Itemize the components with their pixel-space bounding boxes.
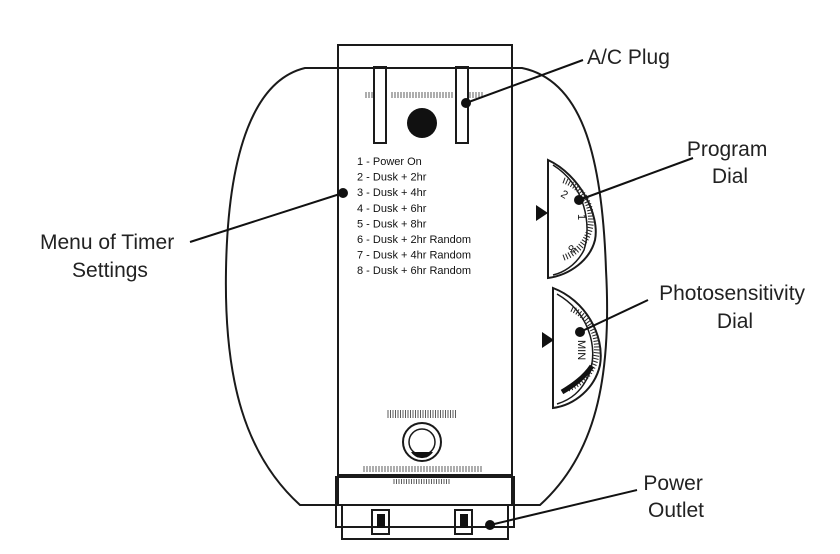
- outlet-slot-left: [371, 509, 390, 535]
- lower-tick-marks: [363, 410, 482, 484]
- outlet-slot-right: [454, 509, 473, 535]
- menu-item: 6 - Dusk + 2hr Random: [357, 234, 471, 246]
- test-button: [402, 422, 442, 462]
- label-program-dial: Program Dial: [687, 138, 773, 188]
- menu-item: 2 - Dusk + 2hr: [357, 172, 427, 184]
- photo-arc: [560, 364, 595, 395]
- label-power-outlet: Power Outlet: [643, 472, 708, 522]
- menu-item: 5 - Dusk + 8hr: [357, 218, 427, 230]
- prong-left: [373, 66, 387, 144]
- menu-item: 7 - Dusk + 4hr Random: [357, 250, 471, 262]
- menu-item: 1 - Power On: [357, 156, 422, 168]
- label-menu: Menu of Timer Settings: [40, 231, 180, 282]
- photo-pointer: [542, 332, 554, 348]
- label-photosensitivity-dial: Photosensitivity Dial: [659, 282, 811, 333]
- ground-pin: [407, 108, 437, 138]
- device-body: [224, 67, 609, 506]
- plug-tick-marks: [365, 92, 483, 98]
- photosensitivity-dial: MIN: [542, 286, 602, 410]
- power-outlet: [335, 476, 515, 540]
- timer-settings-menu: 1 - Power On 2 - Dusk + 2hr 3 - Dusk + 4hr…: [357, 156, 471, 277]
- photo-mark-min: MIN: [575, 340, 587, 360]
- program-mark-8: 8: [565, 242, 577, 255]
- menu-item: 8 - Dusk + 6hr Random: [357, 265, 471, 277]
- menu-item: 3 - Dusk + 4hr: [357, 187, 427, 199]
- callout-lines: [189, 59, 694, 530]
- menu-item: 4 - Dusk + 6hr: [357, 203, 427, 215]
- label-ac-plug: A/C Plug: [587, 46, 670, 69]
- program-mark-1: 1: [575, 214, 587, 220]
- program-dial: 2 1 8: [536, 158, 597, 280]
- program-pointer: [536, 205, 548, 221]
- program-mark-2: 2: [559, 188, 570, 201]
